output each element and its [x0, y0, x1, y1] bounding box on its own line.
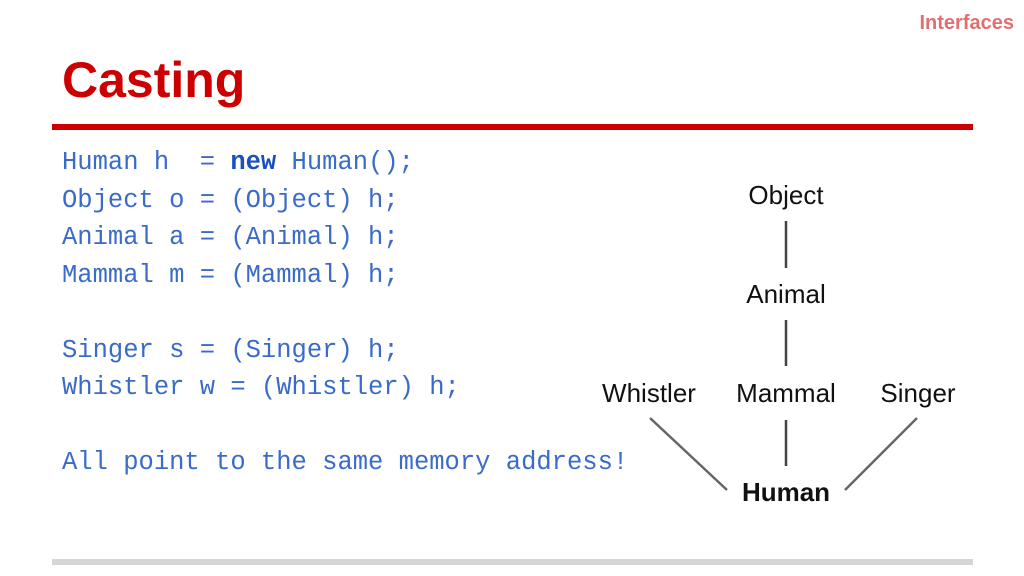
- code-line-9: All point to the same memory address!: [62, 444, 762, 482]
- code-text: Human h =: [62, 148, 231, 177]
- node-singer: Singer: [880, 378, 956, 408]
- code-note: All point to the same memory address!: [62, 448, 629, 477]
- slide-title: Casting: [62, 52, 246, 108]
- title-underline: [52, 124, 973, 130]
- code-line-8: [62, 407, 762, 445]
- code-text: Whistler w = (Whistler) h;: [62, 373, 460, 402]
- node-animal: Animal: [746, 279, 826, 309]
- code-line-1: Human h = new Human();: [62, 144, 762, 182]
- node-object: Object: [748, 180, 824, 210]
- footer-divider: [52, 559, 973, 565]
- node-mammal: Mammal: [736, 378, 836, 408]
- code-line-6: Singer s = (Singer) h;: [62, 332, 762, 370]
- node-whistler: Whistler: [602, 378, 696, 408]
- code-line-3: Animal a = (Animal) h;: [62, 219, 762, 257]
- code-text: Singer s = (Singer) h;: [62, 335, 399, 365]
- code-line-5: [62, 294, 762, 332]
- code-text: Animal a = (Animal) h;: [62, 223, 399, 252]
- node-human: Human: [741, 477, 831, 507]
- code-text: Mammal m = (Mammal) h;: [62, 260, 399, 290]
- code-keyword-new: new: [230, 148, 277, 177]
- code-text: Object o = (Object) h;: [62, 185, 399, 215]
- code-line-4: Mammal m = (Mammal) h;: [62, 257, 762, 295]
- section-label: Interfaces: [919, 12, 1015, 34]
- code-block: Human h = new Human(); Object o = (Objec…: [62, 144, 762, 482]
- code-text: Human();: [276, 148, 414, 177]
- code-line-7: Whistler w = (Whistler) h;: [62, 369, 762, 407]
- code-line-2: Object o = (Object) h;: [62, 182, 762, 220]
